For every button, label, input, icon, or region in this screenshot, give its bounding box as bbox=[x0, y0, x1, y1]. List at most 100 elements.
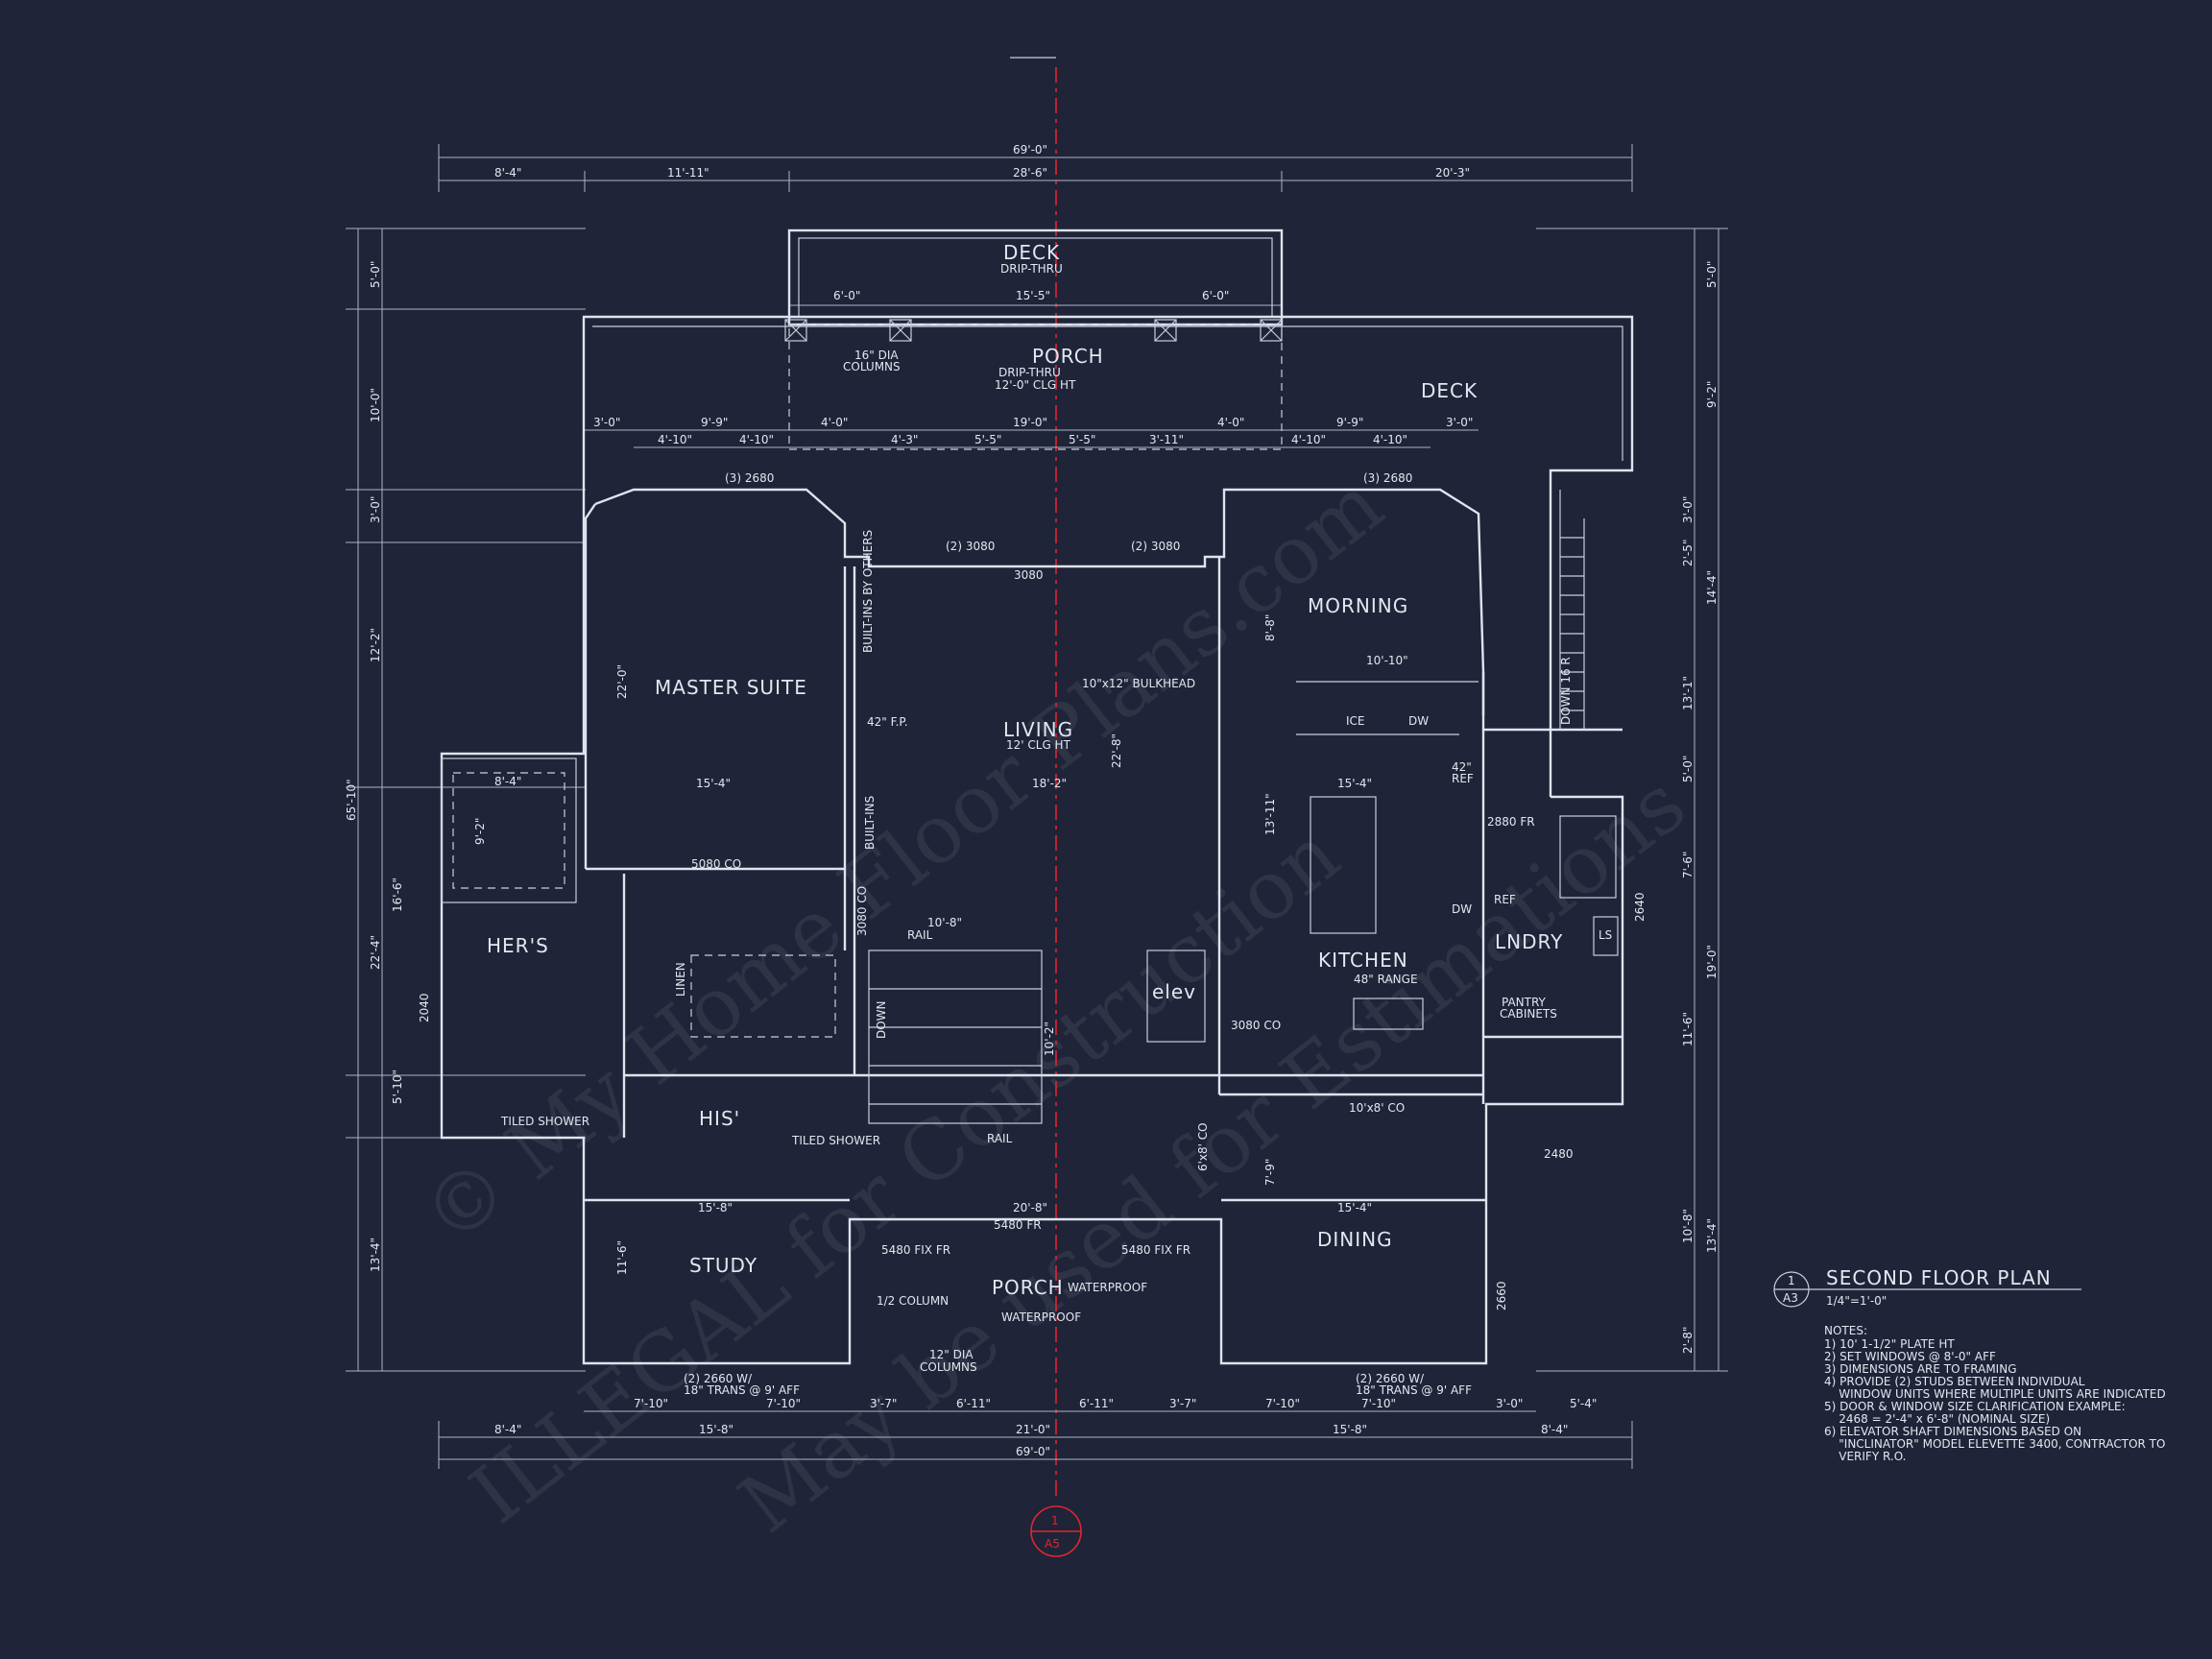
dim-rr5: 14'-4" bbox=[1705, 570, 1719, 605]
label-d2040: 2040 bbox=[418, 993, 431, 1022]
dim-rr11: 10'-8" bbox=[1681, 1209, 1695, 1243]
label-dw-2: DW bbox=[1452, 902, 1472, 916]
label-builtins: BUILT-INS bbox=[863, 796, 877, 850]
dim-l4: 12'-2" bbox=[369, 628, 382, 662]
title-name: SECOND FLOOR PLAN bbox=[1826, 1266, 2052, 1289]
dim-rr6: 13'-1" bbox=[1681, 676, 1695, 710]
room-living: LIVING bbox=[1003, 718, 1073, 741]
room-elevator: elev bbox=[1152, 980, 1196, 1003]
dim-c2: 15'-8" bbox=[699, 1423, 733, 1436]
dim-rr10: 11'-6" bbox=[1681, 1012, 1695, 1046]
dim-s3: 4'-3" bbox=[891, 433, 918, 446]
label-fireplace: 42" F.P. bbox=[867, 715, 908, 729]
section-marker[interactable]: 1 A5 bbox=[1030, 1505, 1082, 1557]
note-line: 1) 10' 1-1/2" PLATE HT bbox=[1824, 1337, 1955, 1351]
section-marker-bottom: A5 bbox=[1045, 1537, 1060, 1551]
dim-kitchen-h: 13'-11" bbox=[1263, 793, 1277, 835]
label-rail-top: RAIL bbox=[907, 928, 933, 942]
label-ref42: 42" bbox=[1452, 760, 1472, 774]
label-ice: ICE bbox=[1346, 714, 1365, 728]
room-master-suite: MASTER SUITE bbox=[655, 676, 807, 699]
label-co5080: 5080 CO bbox=[691, 857, 741, 871]
label-trans-left: 18" TRANS @ 9' AFF bbox=[684, 1383, 800, 1397]
label-5480-fr: 5480 FR bbox=[994, 1218, 1042, 1232]
label-co10x8: 10'x8' CO bbox=[1349, 1101, 1405, 1115]
room-dining: DINING bbox=[1317, 1228, 1393, 1251]
dim-top-b: 11'-11" bbox=[667, 166, 709, 180]
note-line: WINDOW UNITS WHERE MULTIPLE UNITS ARE IN… bbox=[1824, 1387, 2166, 1401]
dim-c3: 21'-0" bbox=[1016, 1423, 1050, 1436]
dim-rr4: 2'-5" bbox=[1681, 540, 1695, 566]
porch-top-sub2: 12'-0" CLG HT bbox=[995, 378, 1076, 392]
dim-hers-h: 9'-2" bbox=[473, 818, 487, 845]
label-down: DOWN bbox=[875, 1000, 888, 1039]
dim-dining-w: 15'-4" bbox=[1337, 1201, 1372, 1214]
room-study: STUDY bbox=[689, 1254, 757, 1277]
title-sheet: A3 bbox=[1783, 1291, 1798, 1305]
dim-r1: 3'-0" bbox=[593, 416, 620, 429]
label-w3080-left: (2) 3080 bbox=[946, 540, 995, 553]
note-line: 2) SET WINDOWS @ 8'-0" AFF bbox=[1824, 1350, 1996, 1363]
dim-s5: 5'-5" bbox=[1069, 433, 1095, 446]
room-kitchen: KITCHEN bbox=[1318, 949, 1408, 972]
label-waterproof-2: WATERPROOF bbox=[1001, 1310, 1081, 1324]
title-scale: 1/4"=1'-0" bbox=[1826, 1294, 1887, 1308]
dim-overall-top: 69'-0" bbox=[1013, 143, 1047, 156]
dim-b9: 3'-0" bbox=[1496, 1397, 1523, 1410]
top-dimensions: 69'-0" 8'-4" 11'-11" 28'-6" 20'-3" 6'-0"… bbox=[438, 143, 1633, 448]
dim-left-total: 65'-10" bbox=[345, 779, 358, 821]
label-5480-fix-right: 5480 FIX FR bbox=[1121, 1243, 1190, 1257]
label-col12: 12" DIA bbox=[929, 1348, 974, 1361]
top-porch: PORCH DRIP-THRU 12'-0" CLG HT 16" DIA CO… bbox=[583, 315, 1634, 797]
dim-study-w: 15'-8" bbox=[698, 1201, 733, 1214]
column-icon bbox=[784, 319, 1283, 342]
label-down16r: DOWN 16 R bbox=[1559, 657, 1573, 725]
note-line: 5) DOOR & WINDOW SIZE CLARIFICATION EXAM… bbox=[1824, 1400, 2126, 1413]
dim-stair-w: 10'-8" bbox=[927, 916, 962, 929]
exterior-walls bbox=[440, 317, 1624, 1365]
right-dimensions: 5'-0" 9'-2" 3'-0" 2'-5" 14'-4" 13'-1" 5'… bbox=[1536, 228, 1728, 1372]
room-porch-bottom: PORCH bbox=[992, 1276, 1064, 1299]
dim-l1: 5'-0" bbox=[369, 261, 382, 288]
label-columns-bottom: COLUMNS bbox=[920, 1360, 977, 1374]
room-morning: MORNING bbox=[1308, 594, 1408, 617]
label-bulkhead: 10"x12" BULKHEAD bbox=[1082, 677, 1195, 690]
notes-heading: NOTES: bbox=[1824, 1324, 1867, 1337]
dim-l7: 5'-10" bbox=[391, 1070, 404, 1104]
label-pantry: PANTRY bbox=[1502, 996, 1547, 1009]
dim-r3: 4'-0" bbox=[821, 416, 848, 429]
interior-walls bbox=[584, 490, 1623, 1202]
dim-rr8: 7'-6" bbox=[1681, 852, 1695, 878]
label-ls: LS bbox=[1599, 928, 1612, 942]
label-win2660-right: (2) 2660 W/ bbox=[1356, 1372, 1425, 1385]
dim-c5: 8'-4" bbox=[1541, 1423, 1568, 1436]
room-deck-top: DECK bbox=[1003, 241, 1060, 264]
label-w3080-right: (2) 3080 bbox=[1131, 540, 1180, 553]
dim-b10: 5'-4" bbox=[1570, 1397, 1597, 1410]
room-deck-right: DECK bbox=[1421, 379, 1478, 402]
dim-s6: 3'-11" bbox=[1149, 433, 1184, 446]
dim-deck-a: 6'-0" bbox=[833, 289, 860, 302]
drawing-title-block: 1 A3 SECOND FLOOR PLAN 1/4"=1'-0" bbox=[1773, 1266, 2081, 1308]
label-d2660: 2660 bbox=[1495, 1281, 1508, 1310]
deck-top-sub: DRIP-THRU bbox=[1000, 262, 1063, 276]
dim-rr13: 2'-8" bbox=[1681, 1327, 1695, 1354]
label-range: 48" RANGE bbox=[1354, 973, 1418, 986]
label-w2680-left: (3) 2680 bbox=[725, 471, 774, 485]
dim-deck-c: 6'-0" bbox=[1202, 289, 1229, 302]
dim-b4: 6'-11" bbox=[956, 1397, 991, 1410]
label-half-column: 1/2 COLUMN bbox=[877, 1294, 949, 1308]
dim-rr9: 19'-0" bbox=[1705, 945, 1719, 979]
dim-morning-w: 10'-10" bbox=[1366, 654, 1408, 667]
label-co3080-kitchen: 3080 CO bbox=[1231, 1019, 1281, 1032]
dim-c1: 8'-4" bbox=[494, 1423, 521, 1436]
note-line: 2468 = 2'-4" x 6'-8" (NOMINAL SIZE) bbox=[1824, 1412, 2050, 1426]
notes: NOTES: 1) 10' 1-1/2" PLATE HT 2) SET WIN… bbox=[1824, 1324, 2166, 1463]
dim-rr7: 5'-0" bbox=[1681, 756, 1695, 782]
dim-l3: 3'-0" bbox=[369, 496, 382, 523]
label-ref-1: REF bbox=[1452, 772, 1474, 785]
label-tiled-shower-hers: TILED SHOWER bbox=[500, 1115, 589, 1128]
dim-r6: 9'-9" bbox=[1336, 416, 1363, 429]
label-co3080-stair: 3080 CO bbox=[855, 886, 869, 936]
dim-l5: 16'-6" bbox=[391, 878, 404, 912]
